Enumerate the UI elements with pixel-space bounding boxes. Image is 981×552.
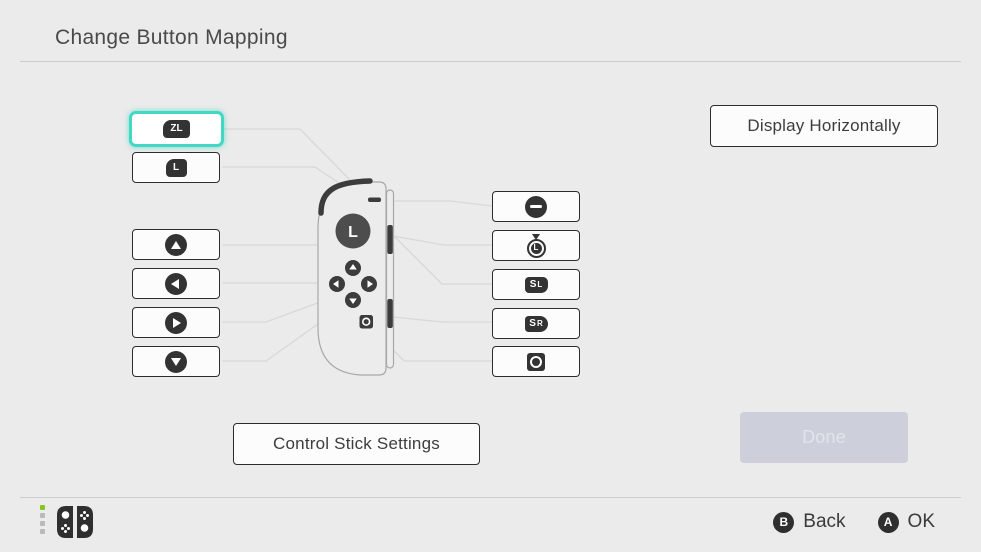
joycon-capture-button xyxy=(359,315,373,329)
joycon-stick: L xyxy=(335,213,371,249)
mapping-dpad-up-button[interactable] xyxy=(132,229,220,260)
joycon-rail xyxy=(385,189,395,369)
ok-label: OK xyxy=(907,511,935,532)
connector-line xyxy=(222,128,352,182)
connector-lines xyxy=(222,128,493,362)
dpad-left-icon xyxy=(165,272,187,295)
b-button-icon: B xyxy=(773,511,795,533)
player-indicator xyxy=(40,505,45,534)
footer-hints: B Back A OK xyxy=(773,511,935,533)
player1-indicator-active xyxy=(40,505,45,510)
connector-line xyxy=(369,231,492,246)
display-horizontally-button[interactable]: Display Horizontally xyxy=(710,105,938,147)
done-button[interactable]: Done xyxy=(740,412,908,463)
page-title: Change Button Mapping xyxy=(55,26,288,49)
dpad-right-icon xyxy=(165,311,187,334)
connector-line xyxy=(370,326,492,362)
joycon-body xyxy=(317,181,387,376)
connector-line xyxy=(392,316,492,323)
back-label: Back xyxy=(803,511,846,532)
dpad-up-icon xyxy=(165,233,187,256)
connector-line xyxy=(222,166,349,190)
header-divider xyxy=(20,61,961,62)
joycon-minus-button xyxy=(368,197,381,202)
mapping-dpad-down-button[interactable] xyxy=(132,346,220,377)
zl-icon: ZL xyxy=(163,120,190,138)
minus-icon xyxy=(525,195,547,218)
joycon-sl-rail-button xyxy=(387,225,393,254)
ok-hint: A OK xyxy=(877,511,935,533)
joycon-dpad xyxy=(329,260,377,308)
a-button-icon: A xyxy=(877,511,899,533)
mapping-dpad-right-button[interactable] xyxy=(132,307,220,338)
stick-press-icon: L xyxy=(526,233,546,258)
mapping-capture-button[interactable] xyxy=(492,346,580,377)
footer-divider xyxy=(20,497,961,498)
l-icon: L xyxy=(165,158,187,177)
mapping-zl-button[interactable]: ZL xyxy=(129,111,224,147)
mapping-minus-button[interactable] xyxy=(492,191,580,222)
back-hint: B Back xyxy=(773,511,846,533)
connector-line xyxy=(391,233,492,285)
svg-text:L: L xyxy=(348,224,358,241)
mapping-l-button[interactable]: L xyxy=(132,152,220,183)
connector-line xyxy=(222,298,354,362)
control-stick-settings-button[interactable]: Control Stick Settings xyxy=(233,423,480,465)
connector-line xyxy=(382,200,493,207)
dpad-down-icon xyxy=(165,350,187,373)
mapping-dpad-left-button[interactable] xyxy=(132,268,220,299)
joycon-pair-icon xyxy=(57,506,93,538)
joycon-shoulder-button xyxy=(318,178,373,216)
capture-icon xyxy=(527,352,545,371)
joycon-sr-rail-button xyxy=(387,299,393,328)
mapping-stick-press-button[interactable]: L xyxy=(492,230,580,261)
connector-line xyxy=(222,283,370,323)
connector-line xyxy=(222,244,354,267)
